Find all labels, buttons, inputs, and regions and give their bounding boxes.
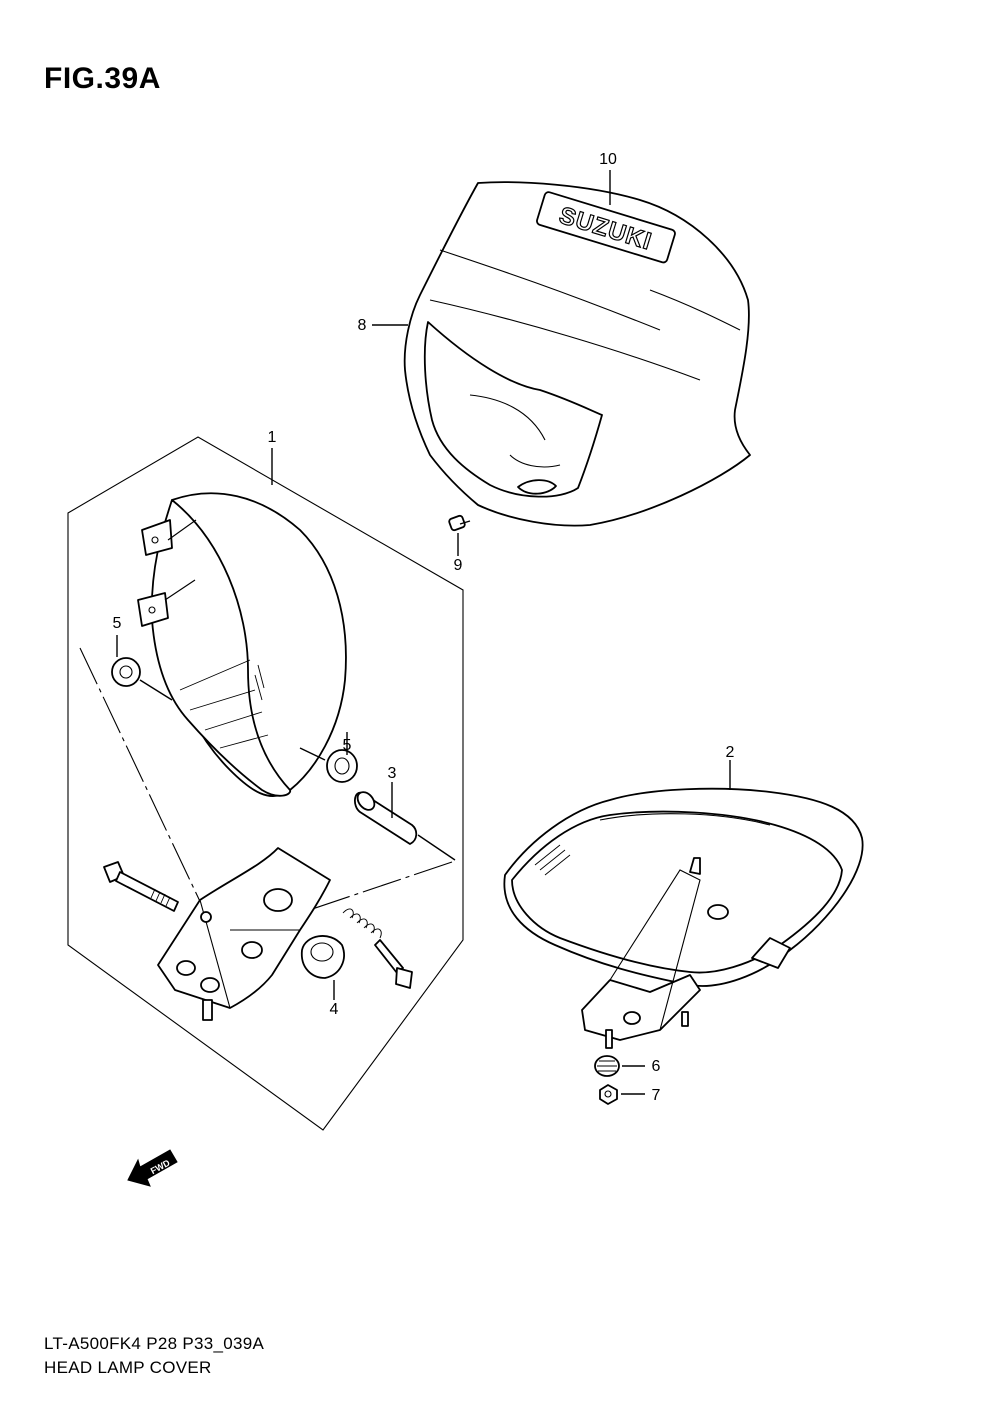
callout-9: 9 <box>454 557 463 574</box>
figure-title: FIG.39A <box>44 62 161 95</box>
head-lamp-cover-part-8: SUZUKI <box>403 181 751 527</box>
mounting-bracket <box>157 847 331 1021</box>
callout-6: 6 <box>652 1058 661 1075</box>
grommet-part-4 <box>300 935 345 1000</box>
cushion-part-6 <box>594 1055 645 1077</box>
callout-8: 8 <box>358 317 367 334</box>
lower-cover-part-2 <box>503 787 864 1049</box>
bolt <box>103 861 179 912</box>
callout-2: 2 <box>726 744 735 761</box>
callout-4: 4 <box>330 1001 339 1018</box>
callout-7: 7 <box>652 1087 661 1104</box>
figure-name: HEAD LAMP COVER <box>44 1358 212 1377</box>
grommet-part-5-lower <box>299 732 358 783</box>
adjusting-spring-screw <box>342 908 413 989</box>
grommet-part-5-upper <box>111 635 173 701</box>
callout-5-lower: 5 <box>343 737 352 754</box>
fwd-arrow-icon: FWD <box>127 1149 178 1187</box>
callout-1: 1 <box>268 429 277 446</box>
collar-part-3 <box>354 782 456 861</box>
screw-part-9 <box>448 514 471 556</box>
model-code: LT-A500FK4 P28 P33_039A <box>44 1334 265 1353</box>
headlamp-housing-part-1 <box>137 492 347 797</box>
callout-3: 3 <box>388 765 397 782</box>
assembly-box-part-1 <box>67 436 464 1131</box>
callout-5-upper: 5 <box>113 615 122 632</box>
callout-10: 10 <box>599 151 617 168</box>
nut-part-7 <box>599 1084 645 1105</box>
